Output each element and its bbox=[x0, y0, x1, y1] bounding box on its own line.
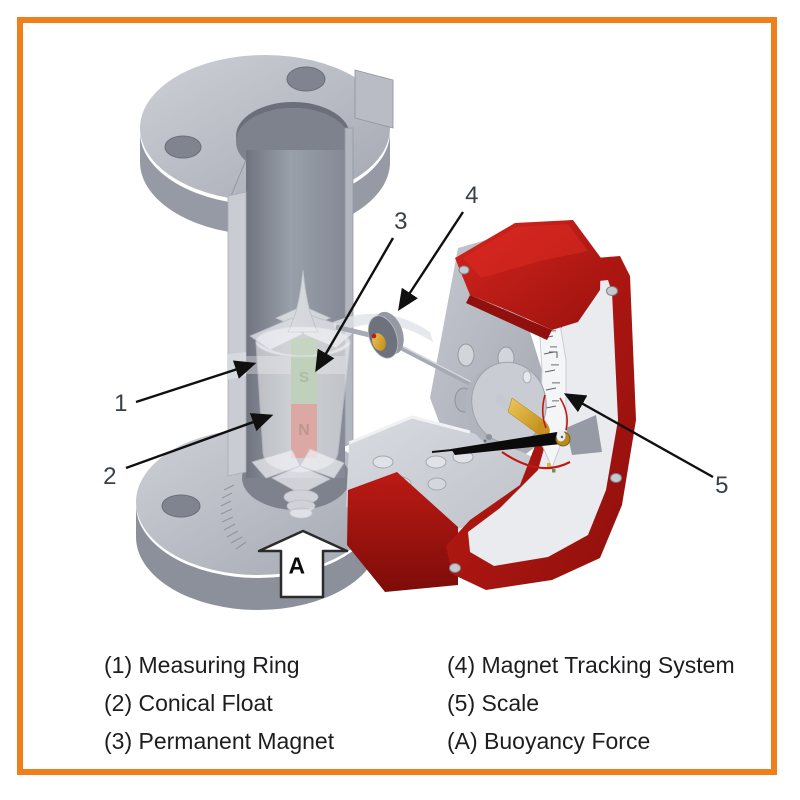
legend-item-measuring-ring: (1) Measuring Ring bbox=[104, 652, 300, 678]
bolt-hole bbox=[164, 66, 326, 159]
callout-arrows bbox=[125, 211, 714, 479]
thread-hatching bbox=[220, 484, 247, 550]
callout-4: 4 bbox=[465, 182, 479, 209]
callout-2: 2 bbox=[103, 463, 117, 490]
callout-3: 3 bbox=[394, 208, 408, 235]
float-bottom-guide bbox=[251, 448, 345, 519]
legend-item-buoyancy-force: (A) Buoyancy Force bbox=[447, 728, 651, 754]
legend-left-column: (1) Measuring Ring (2) Conical Float (3)… bbox=[104, 646, 334, 760]
conical-float bbox=[249, 269, 357, 519]
legend-right-column: (4) Magnet Tracking System (5) Scale (A)… bbox=[447, 646, 735, 760]
needle-guard bbox=[566, 415, 602, 455]
housing-top-cover bbox=[455, 220, 601, 340]
indicator-needle bbox=[431, 430, 571, 455]
callout-5: 5 bbox=[715, 472, 729, 499]
legend-item-magnet-tracking-system: (4) Magnet Tracking System bbox=[447, 652, 735, 678]
arrow-5 bbox=[563, 393, 714, 479]
arrow-2 bbox=[125, 413, 274, 470]
float-top-guide bbox=[249, 269, 357, 351]
bolt-hole bbox=[161, 494, 201, 518]
legend-item-permanent-magnet: (3) Permanent Magnet bbox=[104, 728, 335, 754]
callout-a: A bbox=[288, 552, 306, 579]
callout-1: 1 bbox=[114, 390, 128, 417]
scale-red-marks bbox=[501, 394, 571, 470]
legend-item-conical-float: (2) Conical Float bbox=[104, 690, 273, 716]
arrow-4 bbox=[398, 211, 465, 312]
buoyancy-arrow bbox=[257, 529, 349, 599]
indicator-dial bbox=[431, 361, 602, 473]
tracking-disc bbox=[367, 311, 404, 359]
legend-item-scale: (5) Scale bbox=[447, 690, 540, 716]
housing-screws bbox=[449, 265, 622, 573]
arrow-1 bbox=[135, 360, 257, 404]
arrow-3 bbox=[315, 237, 395, 373]
